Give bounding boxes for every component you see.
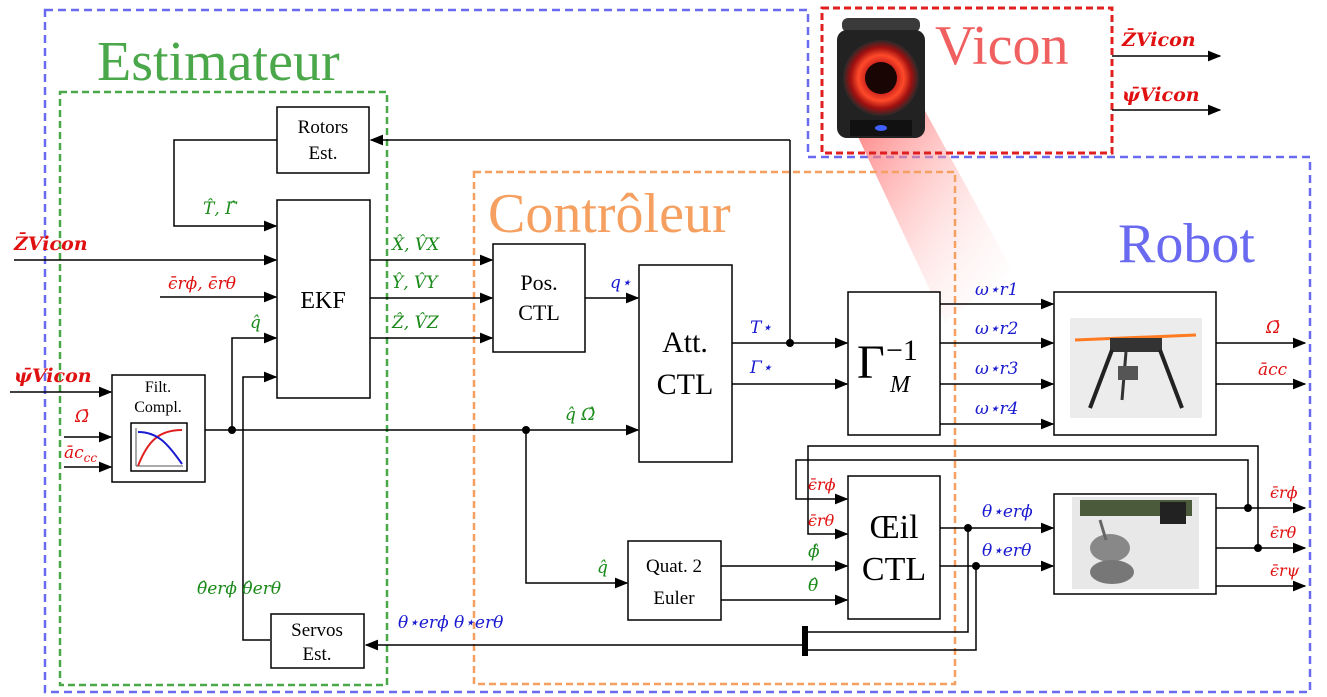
label-Gamma-star: Γ⋆	[749, 358, 773, 378]
label-z-hat: Ẑ, V̂Z	[391, 312, 440, 333]
svg-text:Pos.: Pos.	[520, 270, 557, 295]
label-t-gamma-hat: T̂, Γ̂	[203, 199, 238, 219]
label-eps-phi-oeil: ϵ̄rϕ	[808, 475, 836, 494]
svg-text:Rotors: Rotors	[298, 117, 349, 138]
label-eps-theta-output: ϵ̄rθ	[1270, 523, 1297, 542]
gamma-inverse-block: Γ −1 M	[848, 292, 940, 435]
svg-text:Att.: Att.	[662, 326, 708, 359]
label-omega-input: Ω̄	[74, 407, 89, 427]
filt-compl-block: Filt. Compl.	[112, 375, 205, 482]
label-acc-output: ācc	[1258, 360, 1288, 380]
label-x-hat: X̂, V̂X	[390, 235, 440, 255]
svg-text:Compl.: Compl.	[134, 399, 182, 416]
svg-text:−1: −1	[886, 334, 918, 367]
svg-text:Est.: Est.	[302, 644, 331, 665]
svg-text:Quat. 2: Quat. 2	[646, 556, 702, 577]
controller-title: Contrôleur	[488, 183, 731, 245]
svg-text:Servos: Servos	[291, 620, 343, 641]
label-q-star: q⋆	[610, 273, 632, 293]
pos-ctl-block: Pos. CTL	[493, 244, 585, 352]
label-psi-vicon-input: ψ̄Vicon	[14, 365, 92, 387]
robot-title: Robot	[1118, 213, 1255, 275]
label-theta-erphi-star: θ⋆erϕ	[982, 502, 1033, 522]
label-q-hat-quat: q̂	[597, 558, 608, 578]
label-y-hat: Ŷ, V̂Y	[392, 272, 439, 293]
ekf-block: EKF	[277, 200, 370, 398]
estimator-title: Estimateur	[97, 31, 340, 93]
label-theta-ertheta-star: θ⋆erθ	[982, 541, 1031, 561]
oeil-ctl-block: Œil CTL	[848, 476, 940, 619]
svg-text:CTL: CTL	[862, 551, 926, 588]
svg-text:CTL: CTL	[657, 368, 714, 401]
svg-text:Œil: Œil	[869, 509, 918, 546]
svg-text:Γ: Γ	[857, 336, 885, 389]
label-eps-psi-output: ϵ̄rψ	[1270, 561, 1300, 580]
vicon-camera-image	[837, 18, 925, 138]
label-omega-r3: ω⋆r3	[975, 359, 1018, 379]
quadrotor-robot-image	[1054, 292, 1216, 435]
att-ctl-block: Att. CTL	[639, 265, 732, 462]
label-eps-theta-oeil: ϵ̄rθ	[808, 511, 835, 530]
label-theta-hat-er: θ̂erϕ θ̂erθ	[197, 579, 281, 599]
label-theta-star-er: θ⋆erϕ θ⋆erθ	[398, 613, 503, 633]
vicon-title: Vicon	[935, 15, 1069, 77]
svg-text:M: M	[889, 372, 912, 398]
label-theta-hat: θ̂	[808, 576, 818, 596]
label-q-hat-ekf: q̂	[250, 313, 261, 333]
rotors-est-block: Rotors Est.	[277, 107, 369, 173]
label-psi-vicon-top: ψ̄Vicon	[1122, 84, 1200, 106]
label-z-vicon-input: Z̄Vicon	[13, 233, 88, 255]
label-acc-input: āccc	[64, 443, 97, 465]
svg-text:Est.: Est.	[308, 143, 337, 164]
label-eps-phi-output: ϵ̄rϕ	[1270, 483, 1298, 502]
filter-response-plot-icon	[131, 423, 187, 471]
label-q-hat-omega-hat: q̂ Ω̂	[565, 405, 595, 425]
label-eps-inputs: ϵ̄rϕ, ϵ̄rθ	[168, 274, 236, 294]
servos-est-block: Servos Est.	[271, 614, 364, 668]
label-omega-output: Ω̄	[1265, 318, 1280, 338]
svg-text:CTL: CTL	[518, 300, 560, 325]
label-phi-hat: ϕ̂	[808, 542, 820, 562]
label-omega-r1: ω⋆r1	[975, 280, 1018, 300]
label-omega-r2: ω⋆r2	[975, 319, 1018, 339]
label-z-vicon-top: Z̄Vicon	[1121, 29, 1196, 51]
svg-text:Euler: Euler	[653, 588, 695, 609]
quat-euler-block: Quat. 2 Euler	[628, 541, 721, 620]
svg-text:Filt.: Filt.	[145, 379, 171, 396]
eye-mechanism-image	[1054, 494, 1216, 594]
label-omega-r4: ω⋆r4	[975, 399, 1018, 419]
svg-text:EKF: EKF	[300, 288, 345, 314]
label-T-star: T⋆	[750, 318, 772, 338]
